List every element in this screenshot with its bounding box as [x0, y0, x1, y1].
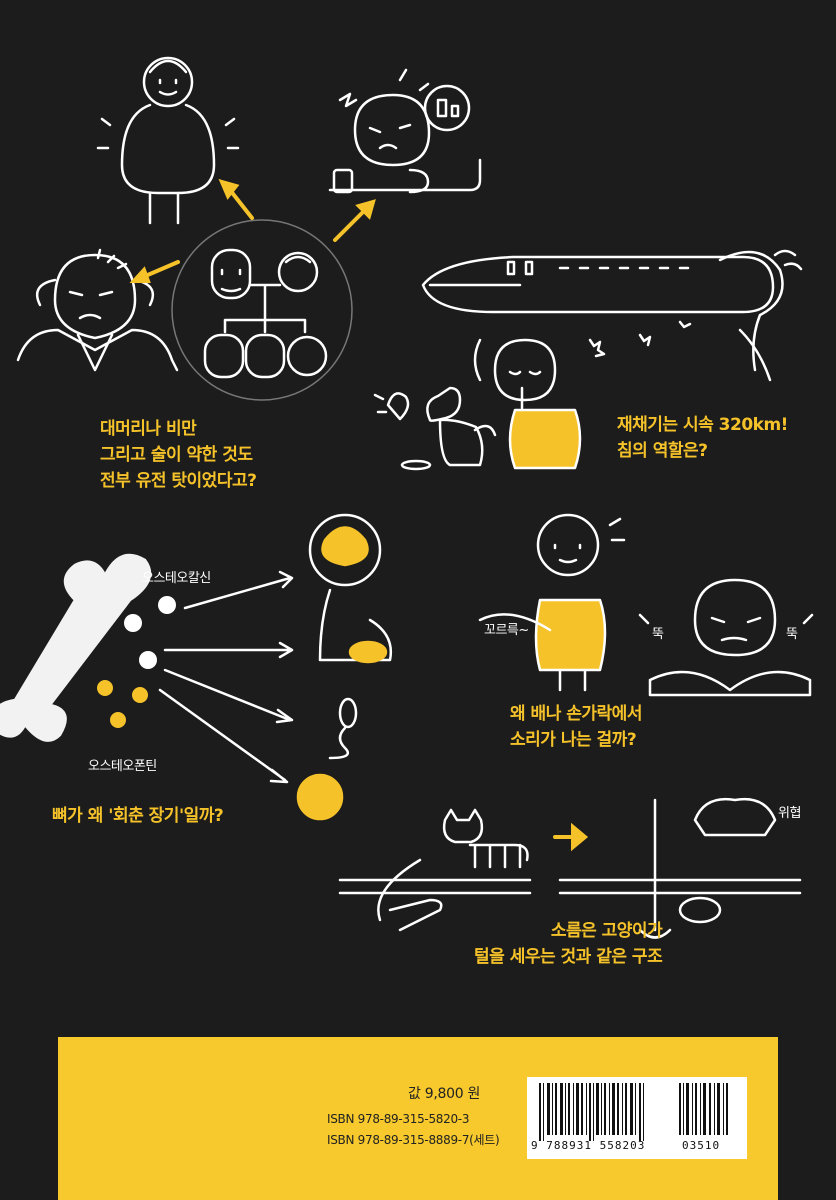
caption-line: 왜 배나 손가락에서	[510, 704, 642, 724]
caption-line: 재채기는 시속 320km!	[617, 415, 788, 435]
caption-line: 소름은 고양이가	[550, 921, 663, 941]
label-crack-left: 뚝	[652, 627, 664, 642]
label-threat: 위협	[778, 806, 801, 821]
yellow-arrows	[129, 178, 589, 852]
isbn-line-1: ISBN 978-89-315-5820-3	[327, 1112, 470, 1126]
caption-line: 침의 역할은?	[617, 441, 708, 461]
caption-line: 전부 유전 탓이었다고?	[100, 471, 257, 491]
caption-saliva: 재채기는 시속 320km! 침의 역할은?	[617, 412, 788, 464]
brain-figure-illustration	[308, 513, 393, 664]
caption-line: 대머리나 비만	[100, 419, 197, 439]
barcode-number: 9 788931 558203	[531, 1139, 646, 1152]
dog-bell-illustration	[373, 386, 497, 471]
barcode: 9 788931 558203 03510	[527, 1077, 747, 1159]
hormone-dots	[124, 596, 176, 669]
barcode-bars	[539, 1083, 728, 1141]
drunk-man-illustration	[328, 68, 482, 194]
caption-goosebumps: 소름은 고양이가 털을 세우는 것과 같은 구조	[474, 918, 663, 970]
sperm-egg-illustration	[296, 697, 358, 821]
airplane-sneeze-illustration	[421, 249, 803, 382]
label-stomach-sound: 꼬르륵~	[484, 623, 529, 638]
caption-heredity: 대머리나 비만 그리고 술이 약한 것도 전부 유전 탓이었다고?	[100, 416, 257, 494]
label-osteocalcin: 오스테오칼신	[142, 571, 211, 586]
label-osteopontin: 오스테오폰틴	[88, 759, 157, 774]
caption-sounds: 왜 배나 손가락에서 소리가 나는 걸까?	[510, 701, 642, 753]
hungry-boy-illustration	[478, 513, 626, 692]
caption-bone: 뼈가 왜 '회춘 장기'일까?	[52, 806, 224, 826]
family-tree-illustration	[171, 219, 353, 401]
isbn-line-2: ISBN 978-89-315-8889-7(세트)	[327, 1133, 500, 1147]
illustrations	[0, 56, 814, 939]
label-crack-right: 뚝	[786, 627, 798, 642]
caption-line: 털을 세우는 것과 같은 구조	[474, 947, 663, 967]
drooling-girl-illustration	[473, 338, 582, 470]
hormone-arrows	[158, 570, 294, 784]
hormone-dots-yellow	[97, 680, 148, 728]
knuckle-boy-illustration	[638, 578, 814, 697]
caption-line: 소리가 나는 걸까?	[510, 730, 637, 750]
cat-skin-illustration	[338, 797, 802, 939]
price-label: 값 9,800 원	[408, 1086, 481, 1102]
barcode-addon-number: 03510	[682, 1139, 721, 1152]
caption-line: 그리고 술이 약한 것도	[100, 445, 253, 465]
bone-illustration	[0, 553, 152, 742]
bald-man-illustration	[16, 248, 179, 372]
woman-illustration	[96, 56, 240, 225]
